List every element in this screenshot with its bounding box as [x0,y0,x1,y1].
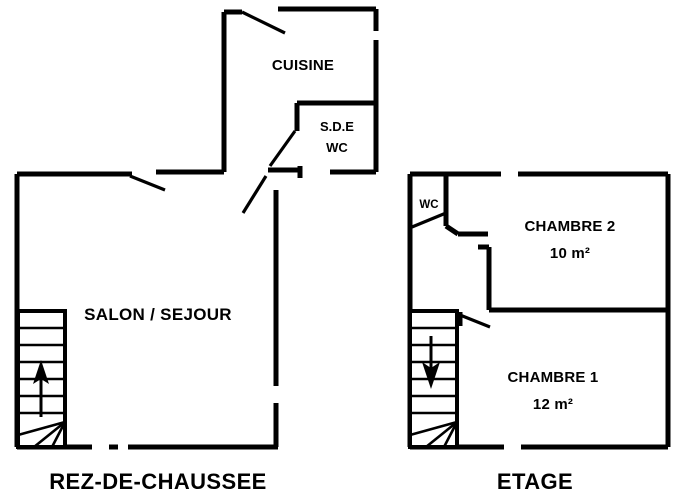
up-arrow-icon [33,360,49,384]
stair-winder [17,420,66,437]
down-arrow-icon [422,362,440,389]
plan-title-ground-floor: REZ-DE-CHAUSSEE [49,469,266,494]
wc-door-jamb [444,223,460,237]
ground-floor-staircase [16,309,67,449]
upper-floor-staircase [408,309,459,449]
salon-entry-door-swing [129,174,166,192]
room-label-chambre-1: CHAMBRE 1 [508,369,599,386]
room-area-chambre-1: 12 m² [533,396,573,413]
stair-winder [442,421,459,448]
wc-door-swing [411,211,447,229]
room-label-cuisine: CUISINE [272,57,334,74]
stair-winder [50,421,67,448]
stair-winder [425,420,458,449]
room-label-wc: WC [419,199,438,211]
room-label-sde: S.D.E [320,119,354,134]
cuisine-door-swing [241,10,286,35]
room-label-chambre-2: CHAMBRE 2 [525,218,616,235]
room-label-sde-wc: WC [326,140,348,155]
stair-winder [409,420,458,437]
plan-title-upper-floor: ETAGE [497,469,573,494]
room-area-chambre-2: 10 m² [550,245,590,262]
chambre1-door-swing [459,313,491,329]
upper-floor-plan: WC CHAMBRE 2 10 m² CHAMBRE 1 12 m² ETAGE [407,171,671,494]
hall-door-swing [241,175,268,214]
ground-floor-plan: CUISINE S.D.E WC SALON / SEJOUR REZ-DE-C… [14,6,379,494]
room-label-salon-sejour: SALON / SEJOUR [84,305,232,324]
stair-winder [33,420,66,449]
sde-door-swing [268,130,297,167]
